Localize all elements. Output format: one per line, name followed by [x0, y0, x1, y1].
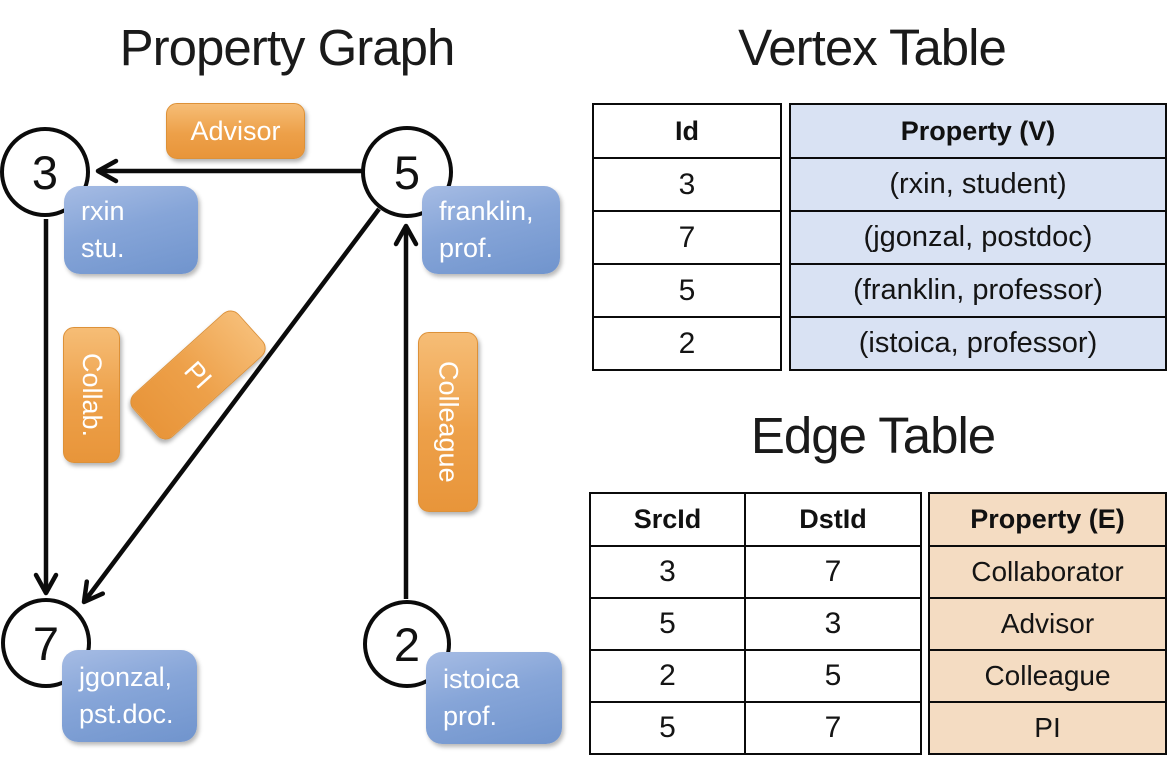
vertex-row-property: (jgonzal, postdoc) [789, 210, 1167, 265]
vertex-property-box-2: istoica prof. [426, 652, 562, 744]
table-row: 2 [592, 316, 782, 371]
vertex-2-line2: prof. [443, 701, 498, 731]
edge-arrow-5-to-7 [81, 207, 381, 605]
edge-row-dst: 7 [744, 545, 922, 599]
edge-row-src: 3 [589, 545, 746, 599]
vertex-property-box-7: jgonzal, pst.doc. [62, 650, 197, 742]
edge-dstid-header: DstId [744, 492, 922, 547]
table-row: 5 3 [589, 597, 922, 651]
vertex-table-id-column: Id 3 7 5 2 [592, 103, 782, 371]
vertex-3-line2: stu. [81, 233, 125, 263]
node-7-label: 7 [32, 616, 60, 670]
vertex-row-property: (rxin, student) [789, 157, 1167, 212]
node-2-label: 2 [393, 617, 421, 671]
table-row: 5 7 [589, 701, 922, 755]
vertex-row-id: 3 [592, 157, 782, 212]
vertex-table-title: Vertex Table [738, 19, 1007, 76]
table-row: 3 7 [589, 545, 922, 599]
table-row: PI [928, 701, 1167, 755]
edge-row-src: 2 [589, 649, 746, 703]
vertex-7-line1: jgonzal, [79, 662, 173, 693]
edge-row-dst: 5 [744, 649, 922, 703]
edge-label-collab: Collab. [63, 327, 120, 463]
vertex-row-id: 5 [592, 263, 782, 318]
vertex-table-property-column: Property (V) (rxin, student) (jgonzal, p… [789, 103, 1167, 371]
table-row: (franklin, professor) [789, 263, 1167, 318]
edge-row-dst: 7 [744, 701, 922, 755]
table-row: (rxin, student) [789, 157, 1167, 212]
table-row: 2 5 [589, 649, 922, 703]
vertex-id-header: Id [592, 103, 782, 159]
edge-row-property: Advisor [928, 597, 1167, 651]
table-header-row: Id [592, 103, 782, 159]
edge-srcid-header: SrcId [589, 492, 746, 547]
vertex-5-line2: prof. [439, 233, 494, 263]
node-3-label: 3 [31, 145, 59, 199]
table-row: (istoica, professor) [789, 316, 1167, 371]
vertex-3-line1: rxin [81, 196, 125, 227]
edge-row-dst: 3 [744, 597, 922, 651]
table-row: Advisor [928, 597, 1167, 651]
vertex-row-id: 7 [592, 210, 782, 265]
vertex-row-property: (franklin, professor) [789, 263, 1167, 318]
table-row: Colleague [928, 649, 1167, 703]
vertex-7-line2: pst.doc. [79, 699, 174, 729]
table-header-row: SrcId DstId [589, 492, 922, 547]
edge-table-id-columns: SrcId DstId 3 7 5 3 2 5 5 7 [589, 492, 922, 755]
edge-row-src: 5 [589, 597, 746, 651]
edge-table-property-column: Property (E) Collaborator Advisor Collea… [928, 492, 1167, 755]
vertex-property-box-5: franklin, prof. [422, 186, 560, 274]
property-graph-title: Property Graph [119, 19, 456, 76]
table-row: 3 [592, 157, 782, 212]
edge-label-colleague: Colleague [418, 332, 478, 512]
edge-table-title: Edge Table [750, 407, 996, 464]
table-row: (jgonzal, postdoc) [789, 210, 1167, 265]
table-header-row: Property (V) [789, 103, 1167, 159]
table-row: Collaborator [928, 545, 1167, 599]
edge-row-property: Collaborator [928, 545, 1167, 599]
edge-property-header: Property (E) [928, 492, 1167, 547]
vertex-row-id: 2 [592, 316, 782, 371]
edge-row-property: Colleague [928, 649, 1167, 703]
vertex-row-property: (istoica, professor) [789, 316, 1167, 371]
table-row: 5 [592, 263, 782, 318]
graph-node-3: 3 [0, 127, 90, 217]
table-header-row: Property (E) [928, 492, 1167, 547]
edge-row-property: PI [928, 701, 1167, 755]
vertex-5-line1: franklin, [439, 196, 534, 227]
edge-row-src: 5 [589, 701, 746, 755]
node-5-label: 5 [393, 145, 421, 199]
edge-label-advisor: Advisor [166, 103, 305, 159]
vertex-property-box-3: rxin stu. [64, 186, 198, 274]
vertex-property-header: Property (V) [789, 103, 1167, 159]
table-row: 7 [592, 210, 782, 265]
vertex-2-line1: istoica [443, 664, 520, 695]
